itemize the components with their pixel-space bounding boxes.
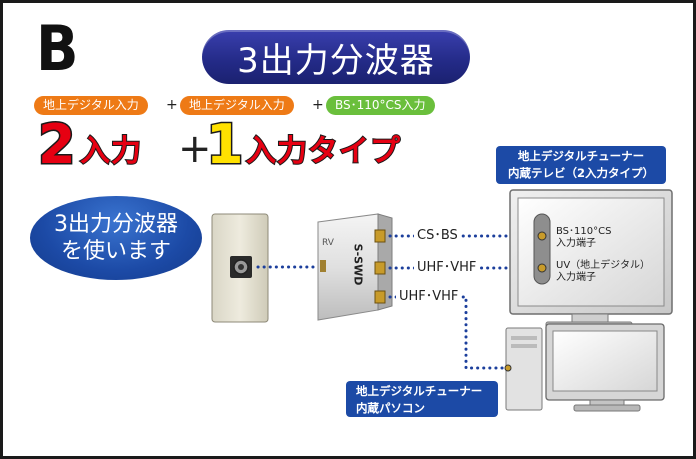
usage-bubble: 3出力分波器 を使います [30,196,202,280]
wall-outlet [211,213,269,323]
headline-number-1: 1 [205,113,246,176]
page-title: 3出力分波器 [237,40,435,81]
wire-label-cs-bs: CS･BS [414,228,461,244]
pc-label: 地上デジタルチューナー 内蔵パソコン [346,381,498,417]
tv-terminal-bs-cs: BS･110°CS 入力端子 [556,226,611,250]
pc-label-line-1: 地上デジタルチューナー [356,384,483,398]
splitter-device [317,213,393,321]
bubble-line-1: 3出力分波器 [54,212,178,237]
tv-label-line-1: 地上デジタルチューナー [517,149,645,163]
input-tag-terrestrial-1: 地上デジタル入力 [34,96,148,115]
input-tag-terrestrial-2: 地上デジタル入力 [180,96,294,115]
headline-word-input-type: 入力タイプ [245,133,401,170]
bubble-line-2: を使います [60,239,171,264]
section-letter: B [36,12,79,85]
pc-label-line-2: 内蔵パソコン [356,401,425,415]
splitter-model-label: RV [322,238,334,248]
tv-label: 地上デジタルチューナー 内蔵テレビ（2入力タイプ） [496,146,666,184]
splitter-brand: S-SWD [351,243,365,286]
headline-number-2: 2 [37,113,78,176]
headline-plus: + [178,126,212,172]
plus-sign: + [166,97,178,113]
wire-label-uhf-vhf-tv: UHF･VHF [414,260,480,276]
tv-terminal-bs-cs-name: BS･110°CS [556,226,612,237]
title-banner: 3出力分波器 [202,30,470,84]
input-tag-bs-cs: BS･110°CS入力 [326,96,435,115]
tv-label-line-2: 内蔵テレビ（2入力タイプ） [507,166,654,180]
plus-sign: + [312,97,324,113]
television [509,189,673,329]
tv-terminal-uv-name: UV（地上デジタル） [556,260,650,271]
tv-terminal-bs-cs-desc: 入力端子 [556,238,596,249]
computer [504,323,665,412]
tv-terminal-uv: UV（地上デジタル） 入力端子 [556,260,650,284]
headline-word-input: 入力 [79,133,142,170]
tv-terminal-uv-desc: 入力端子 [556,272,596,283]
wire-label-uhf-vhf-pc: UHF･VHF [396,289,462,305]
